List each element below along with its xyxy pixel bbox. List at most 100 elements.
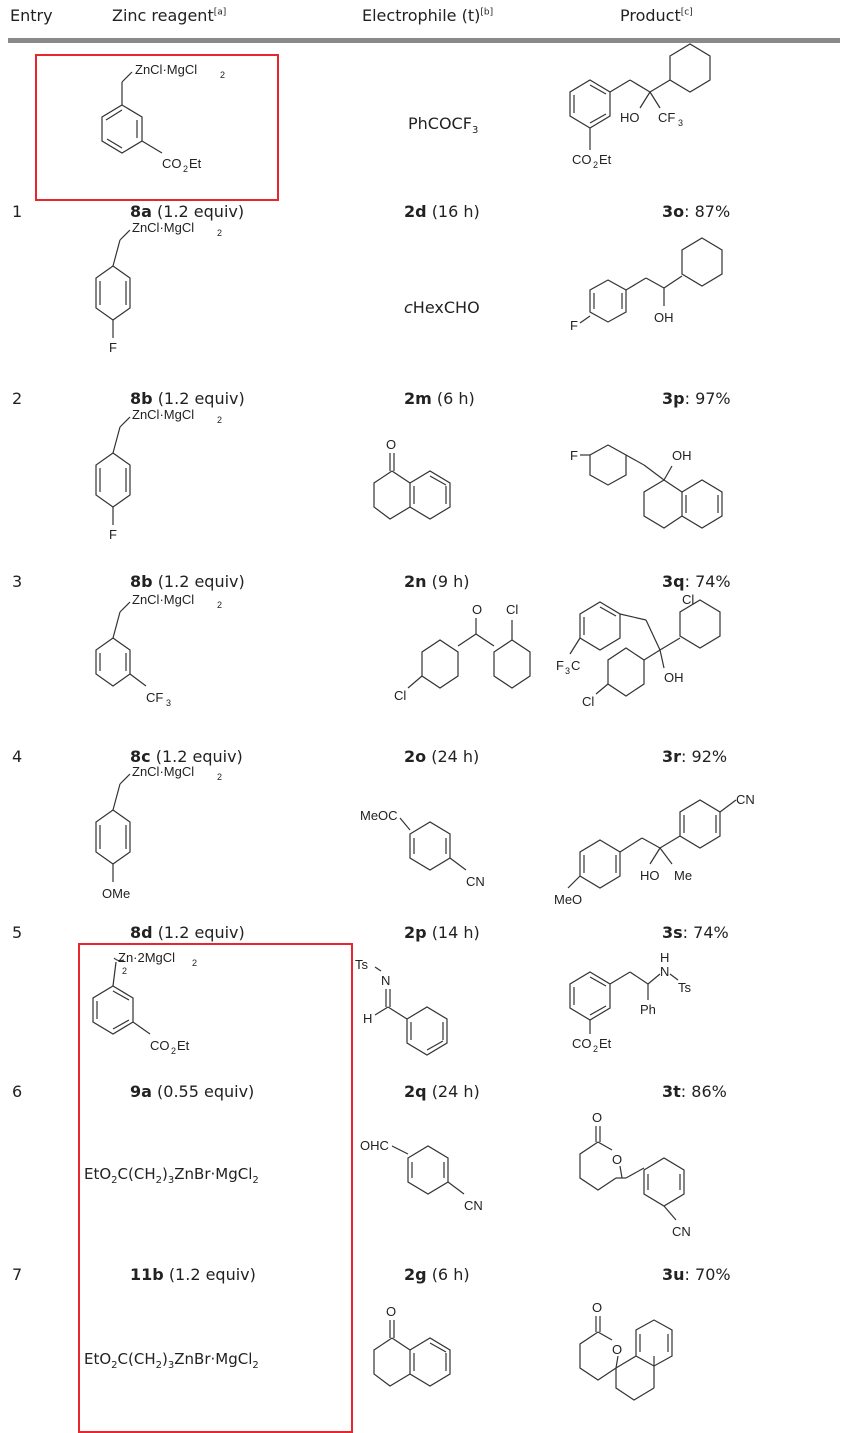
- electrophile-acetylbenzonitrile-structure: MeOC CN: [360, 808, 485, 889]
- electrophile-chexcho: cHexCHO: [404, 298, 480, 317]
- electrophile-label: 2q (24 h): [404, 1082, 480, 1101]
- product-label: 3t: 86%: [662, 1082, 727, 1101]
- product-3p-structure: F OH: [570, 237, 723, 333]
- svg-text:F: F: [109, 527, 117, 542]
- svg-text:CO: CO: [150, 1038, 170, 1053]
- svg-text:3: 3: [565, 666, 570, 676]
- svg-text:2: 2: [593, 1044, 598, 1054]
- svg-text:MeOC: MeOC: [360, 808, 398, 823]
- svg-text:ZnCl·MgCl: ZnCl·MgCl: [132, 764, 194, 779]
- reagent-8b-structure: ZnCl·MgCl 2 F: [95, 220, 222, 355]
- svg-text:2: 2: [171, 1046, 176, 1056]
- svg-text:2: 2: [192, 958, 197, 968]
- header-electrophile: Electrophile (t)[b]: [362, 6, 494, 25]
- svg-text:ZnCl·MgCl: ZnCl·MgCl: [132, 407, 194, 422]
- svg-text:ZnCl·MgCl: ZnCl·MgCl: [132, 220, 194, 235]
- entry-number: 1: [12, 202, 23, 221]
- reagent-11b-formula: EtO2C(CH2)3ZnBr·MgCl2: [84, 1165, 259, 1186]
- svg-text:OHC: OHC: [360, 1138, 389, 1153]
- svg-text:Zn·2MgCl: Zn·2MgCl: [118, 950, 175, 965]
- electrophile-label: 2d (16 h): [404, 202, 480, 221]
- reagent-label: 8a (1.2 equiv): [130, 202, 245, 221]
- svg-text:F: F: [570, 318, 578, 333]
- svg-text:C: C: [571, 658, 580, 673]
- product-3t-structure: O O CN: [579, 1110, 691, 1239]
- electrophile-formylbenzonitrile-structure: OHC CN: [360, 1138, 483, 1213]
- electrophile-label: 2g (6 h): [404, 1265, 470, 1284]
- svg-text:Cl: Cl: [394, 688, 406, 703]
- entry-number: 6: [12, 1082, 23, 1101]
- electrophile-tetralone-structure: O: [373, 437, 451, 520]
- entry-number: 5: [12, 923, 23, 942]
- header-entry: Entry: [10, 6, 53, 25]
- svg-text:CN: CN: [464, 1198, 483, 1213]
- svg-text:N: N: [660, 964, 669, 979]
- reagent-8d-structure: ZnCl·MgCl 2 OMe: [95, 764, 222, 901]
- svg-text:2: 2: [217, 415, 222, 425]
- svg-text:Cl: Cl: [506, 602, 518, 617]
- svg-text:HO: HO: [640, 868, 660, 883]
- entry-number: 4: [12, 747, 23, 766]
- svg-text:Ts: Ts: [678, 980, 692, 995]
- svg-text:HO: HO: [620, 110, 640, 125]
- svg-text:CN: CN: [736, 792, 755, 807]
- product-label: 3r: 92%: [662, 747, 728, 766]
- product-3r-structure: MeO HO Me CN: [554, 792, 755, 907]
- svg-text:2: 2: [217, 600, 222, 610]
- svg-text:2: 2: [217, 772, 222, 782]
- product-label: 3u: 70%: [662, 1265, 731, 1284]
- electrophile-label: 2n (9 h): [404, 572, 470, 591]
- reagent-label: 8d (1.2 equiv): [130, 923, 245, 942]
- svg-text:Ts: Ts: [355, 957, 369, 972]
- svg-text:Cl: Cl: [682, 592, 694, 607]
- svg-text:2: 2: [593, 160, 598, 170]
- svg-text:F: F: [556, 658, 564, 673]
- spirolactone-structure: O O: [579, 1300, 673, 1401]
- svg-text:CO: CO: [572, 1036, 592, 1051]
- svg-text:H: H: [363, 1011, 372, 1026]
- svg-text:Et: Et: [599, 152, 612, 167]
- header-zinc-reagent: Zinc reagent[a]: [112, 6, 227, 25]
- svg-text:CO: CO: [162, 156, 182, 171]
- entry-number: 2: [12, 389, 23, 408]
- product-3p-tetralin-structure: F OH: [570, 444, 723, 529]
- reagent-label: 8c (1.2 equiv): [130, 747, 243, 766]
- svg-text:O: O: [592, 1110, 602, 1125]
- svg-text:2: 2: [220, 70, 225, 80]
- svg-text:2: 2: [122, 966, 127, 976]
- svg-text:OH: OH: [664, 670, 684, 685]
- svg-text:Et: Et: [599, 1036, 612, 1051]
- svg-text:F: F: [109, 340, 117, 355]
- svg-text:2: 2: [217, 228, 222, 238]
- electrophile-ts-imine-structure: Ts N H: [355, 957, 448, 1056]
- svg-text:Cl: Cl: [582, 694, 594, 709]
- svg-text:F: F: [570, 448, 578, 463]
- header-rule: [8, 38, 840, 43]
- svg-text:O: O: [612, 1342, 622, 1357]
- electrophile-phcocf3: PhCOCF3: [408, 114, 479, 137]
- electrophile-dichlorobenzophenone-structure: O Cl Cl: [394, 602, 531, 703]
- svg-text:Ph: Ph: [640, 1002, 656, 1017]
- svg-text:O: O: [592, 1300, 602, 1315]
- svg-text:O: O: [386, 437, 396, 452]
- highlight-box-1: [35, 54, 279, 201]
- svg-text:Et: Et: [177, 1038, 190, 1053]
- electrophile-tetralone-structure-2: O: [373, 1304, 451, 1387]
- trailing-reagent-formula: EtO2C(CH2)3ZnBr·MgCl2: [84, 1350, 259, 1371]
- svg-text:CN: CN: [672, 1224, 691, 1239]
- svg-text:O: O: [386, 1304, 396, 1319]
- svg-text:OMe: OMe: [102, 886, 130, 901]
- product-label: 3p: 97%: [662, 389, 731, 408]
- svg-text:Me: Me: [674, 868, 692, 883]
- reagent-label: 9a (0.55 equiv): [130, 1082, 255, 1101]
- reagent-label: 11b (1.2 equiv): [130, 1265, 256, 1284]
- svg-text:ZnCl·MgCl: ZnCl·MgCl: [135, 62, 197, 77]
- product-label: 3q: 74%: [662, 572, 731, 591]
- svg-text:CF: CF: [146, 690, 163, 705]
- svg-text:OH: OH: [654, 310, 674, 325]
